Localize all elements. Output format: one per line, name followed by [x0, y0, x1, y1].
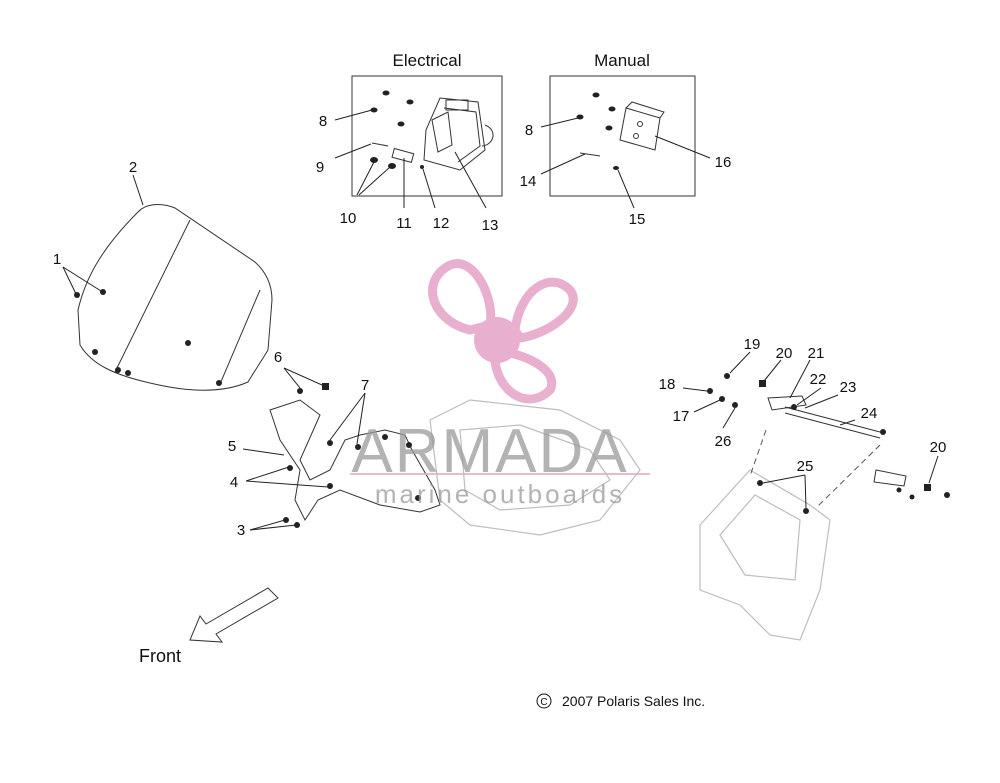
- callout-26: 26: [715, 433, 732, 450]
- callout-10: 10: [340, 210, 357, 227]
- manual-box: Manual: [540, 51, 711, 209]
- front-arrow-icon: [189, 587, 279, 643]
- watermark-text: ARMADA marine outboards: [350, 417, 650, 509]
- callout-24: 24: [861, 405, 878, 422]
- callout-17: 17: [673, 408, 690, 425]
- callout-19: 19: [744, 336, 761, 353]
- callout-11: 11: [396, 215, 412, 232]
- callout-5: 5: [228, 438, 236, 455]
- callout-9: 9: [316, 159, 324, 176]
- copyright-symbol: C: [540, 697, 547, 708]
- callout-3: 3: [237, 522, 245, 539]
- copyright-text: 2007 Polaris Sales Inc.: [562, 693, 705, 709]
- watermark-brand: ARMADA: [351, 417, 628, 486]
- electrical-actuator: [423, 97, 494, 171]
- manual-screws: [576, 92, 619, 170]
- electrical-screws: [370, 90, 424, 169]
- windshield: [62, 174, 273, 391]
- callout-15: 15: [629, 211, 646, 228]
- callout-1: 1: [53, 251, 61, 268]
- callout-20-upper: 20: [776, 345, 793, 362]
- callout-8-manual: 8: [525, 122, 533, 139]
- front-label: Front: [139, 646, 181, 666]
- lower-fairing: [242, 367, 441, 531]
- callout-2: 2: [129, 159, 137, 176]
- callout-13: 13: [482, 217, 499, 234]
- callout-21: 21: [808, 345, 825, 362]
- manual-lever-bracket: [619, 101, 665, 151]
- electrical-title: Electrical: [393, 51, 462, 70]
- callout-12: 12: [433, 215, 450, 232]
- callout-4: 4: [230, 474, 238, 491]
- callout-6: 6: [274, 349, 282, 366]
- electrical-box: Electrical: [334, 51, 503, 209]
- background-frame-faint: [429, 399, 641, 536]
- callout-25: 25: [797, 458, 814, 475]
- watermark-tagline: marine outboards: [375, 479, 625, 509]
- manual-title: Manual: [594, 51, 650, 70]
- mount-assembly: [682, 351, 950, 641]
- callout-20-lower: 20: [930, 439, 947, 456]
- callout-22: 22: [810, 371, 827, 388]
- callout-14: 14: [520, 173, 537, 190]
- callout-16: 16: [715, 154, 732, 171]
- callout-7: 7: [361, 377, 369, 394]
- callout-numbers: 1 2 3 4 5 6 7 8 8 9 10 11 12 13 14 15 16…: [53, 113, 947, 539]
- watermark-propeller-logo: [428, 259, 578, 404]
- callout-8-electrical: 8: [319, 113, 327, 130]
- copyright: C 2007 Polaris Sales Inc.: [536, 693, 705, 709]
- callout-18: 18: [659, 376, 676, 393]
- callout-23: 23: [840, 379, 857, 396]
